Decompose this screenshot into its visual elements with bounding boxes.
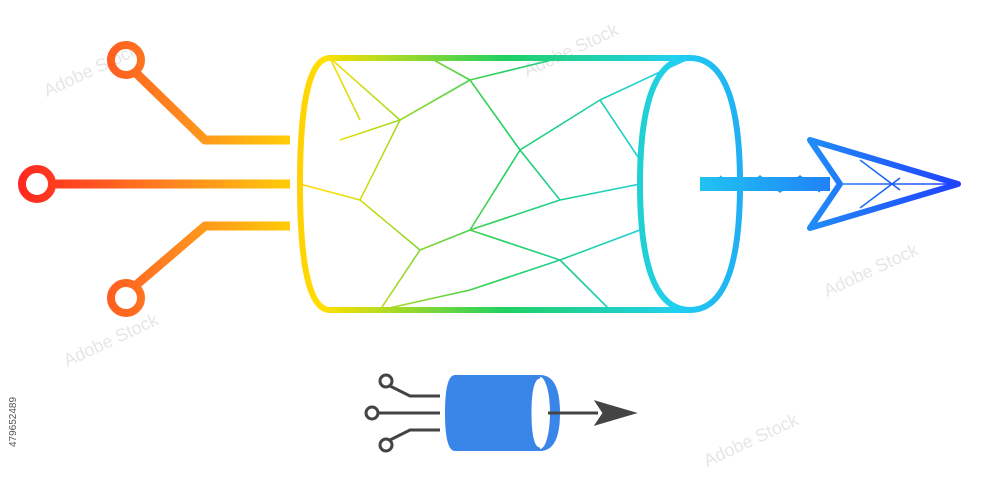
lead-bottom — [132, 221, 290, 290]
flat-circuit-leads — [364, 373, 440, 453]
mesh-cable-connector-icon — [18, 41, 961, 317]
circuit-leads — [18, 41, 290, 317]
flat-arrow — [548, 400, 638, 426]
flat-cable-connector-icon — [364, 373, 638, 453]
flat-cylinder — [445, 375, 560, 451]
stock-id-label: 479652489 — [8, 396, 19, 448]
flat-terminal-top — [378, 373, 394, 389]
flat-terminal-middle — [364, 405, 380, 421]
terminal-circle-middle — [18, 165, 56, 203]
terminal-circle-top — [107, 41, 145, 79]
lead-top — [131, 68, 290, 145]
terminal-circle-bottom — [107, 279, 145, 317]
flat-terminal-bottom — [378, 437, 394, 453]
output-arrow — [700, 137, 961, 231]
cylinder-body — [297, 55, 743, 313]
